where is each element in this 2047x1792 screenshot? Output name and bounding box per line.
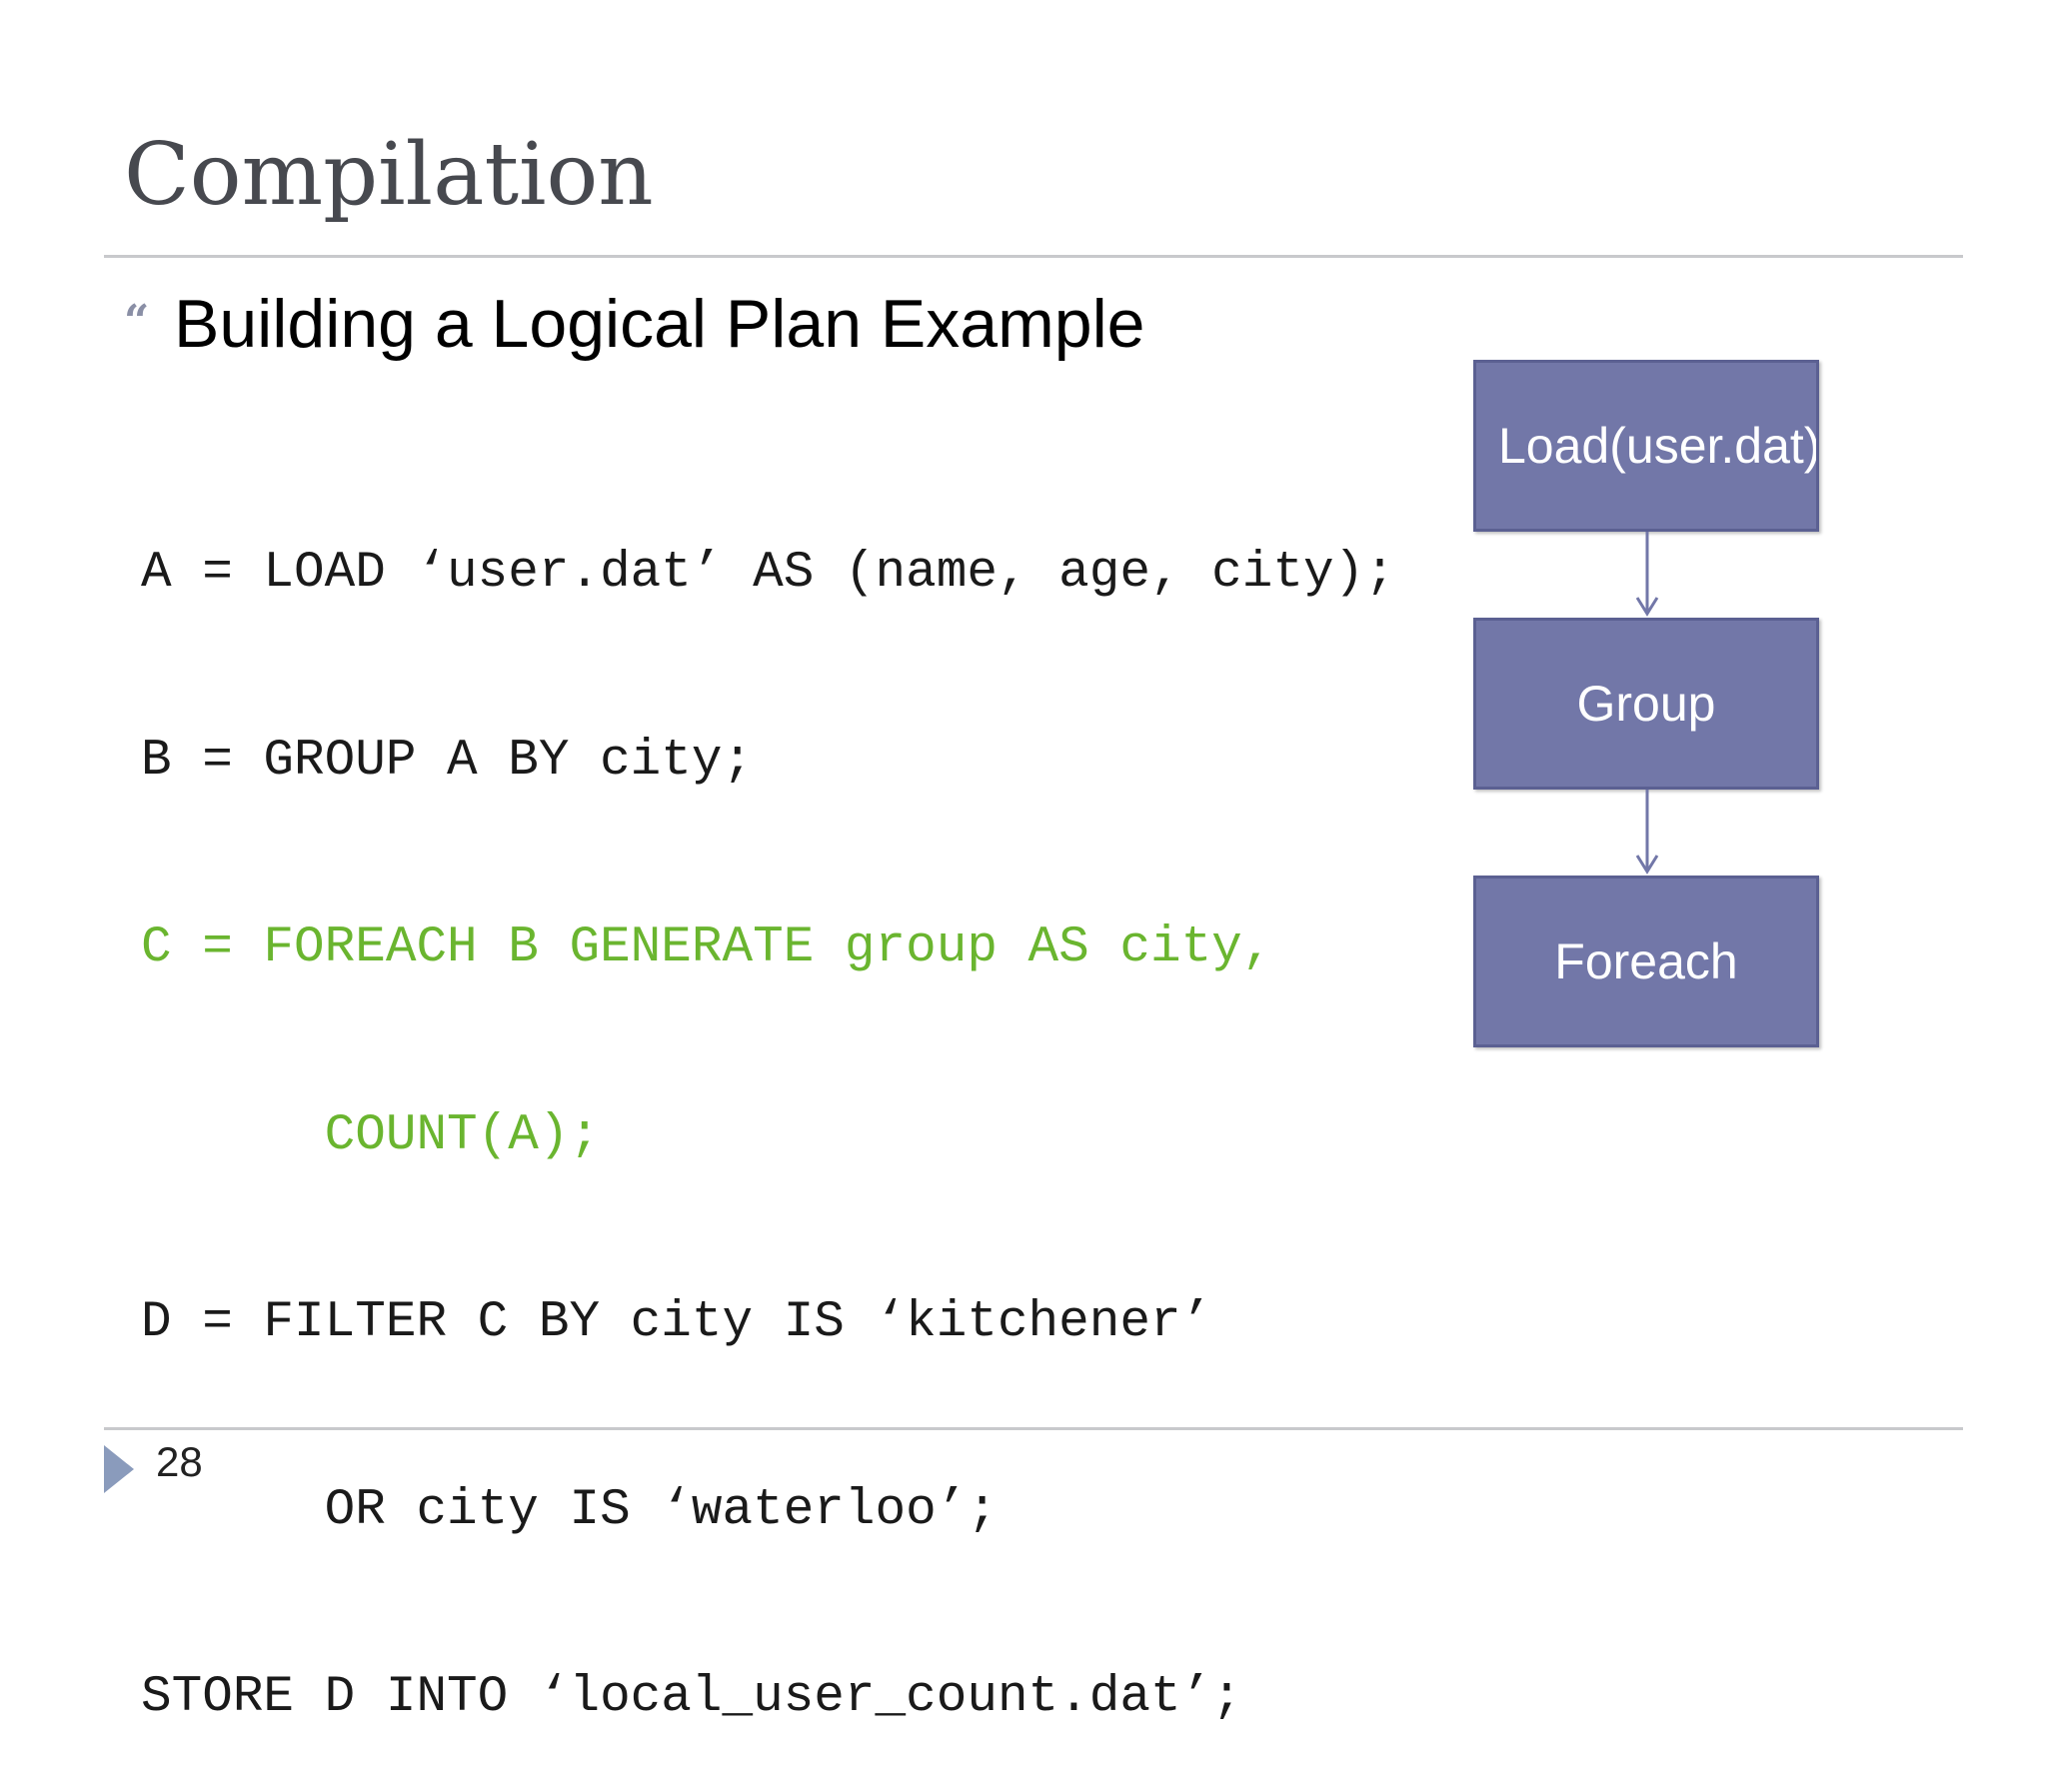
code-line-highlighted: COUNT(A); <box>141 1106 601 1164</box>
page-number: 28 <box>156 1438 203 1485</box>
code-line: STORE D INTO ‘local_user_count.dat’; <box>141 1669 1242 1726</box>
footer-divider <box>104 1427 1963 1430</box>
plan-node-load: Load(user.dat) <box>1473 360 1819 532</box>
title-divider <box>104 255 1963 258</box>
plan-edge-group-to-foreach <box>1635 790 1659 875</box>
plan-node-label: Foreach <box>1554 933 1738 989</box>
quote-bullet-icon: “ <box>124 296 150 347</box>
plan-edges <box>1635 532 1659 875</box>
code-line: D = FILTER C BY city IS ‘kitchener’ <box>141 1294 1212 1351</box>
plan-node-group: Group <box>1473 618 1819 790</box>
bullet-heading: Building a Logical Plan Example <box>174 286 1145 362</box>
plan-node-label: Group <box>1576 676 1716 732</box>
code-line: B = GROUP A BY city; <box>141 732 754 790</box>
code-line: OR city IS ‘waterloo’; <box>141 1481 998 1539</box>
slide-title: Compilation <box>124 125 654 225</box>
triangle-icon <box>104 1445 134 1493</box>
plan-edge-load-to-group <box>1635 532 1659 617</box>
plan-node-label: Load(user.dat) <box>1498 418 1819 474</box>
code-line-highlighted: C = FOREACH B GENERATE group AS city, <box>141 919 1273 976</box>
code-line: A = LOAD ‘user.dat’ AS (name, age, city)… <box>141 545 1395 602</box>
plan-node-foreach: Foreach <box>1473 876 1819 1047</box>
